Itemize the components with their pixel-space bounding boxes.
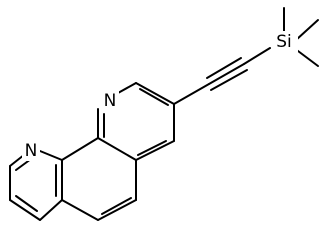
n2-label-bg: [101, 91, 119, 111]
bond-w: [137, 140, 167, 156]
bond-v: [139, 88, 169, 106]
bond-m: [97, 199, 137, 221]
bond-n: [61, 199, 99, 221]
silicon-label: Si: [276, 32, 292, 52]
bond-o: [101, 197, 132, 215]
bond-y2: [206, 57, 242, 79]
bond-j: [61, 137, 99, 161]
bond-r: [135, 82, 175, 105]
bond-d: [9, 199, 41, 221]
bond-z: [243, 47, 271, 65]
si-label-bg: [272, 31, 298, 53]
bond-t: [135, 140, 175, 161]
structure-canvas: N N Si: [9, 7, 319, 221]
bond-h: [15, 195, 38, 212]
bond-c: [39, 199, 63, 221]
nitrogen-left-label: N: [25, 141, 38, 161]
bond-y1: [208, 63, 245, 85]
bond-y3: [210, 69, 248, 91]
n1-label-bg: [22, 141, 40, 161]
bond-x: [173, 83, 210, 105]
bond-a: [39, 150, 63, 161]
bond-q: [117, 82, 137, 94]
bond-k: [97, 137, 137, 161]
molecule-diagram: N N Si: [9, 7, 319, 221]
bond-si-right-upper: [295, 19, 319, 41]
nitrogen-right-label: N: [104, 91, 117, 111]
